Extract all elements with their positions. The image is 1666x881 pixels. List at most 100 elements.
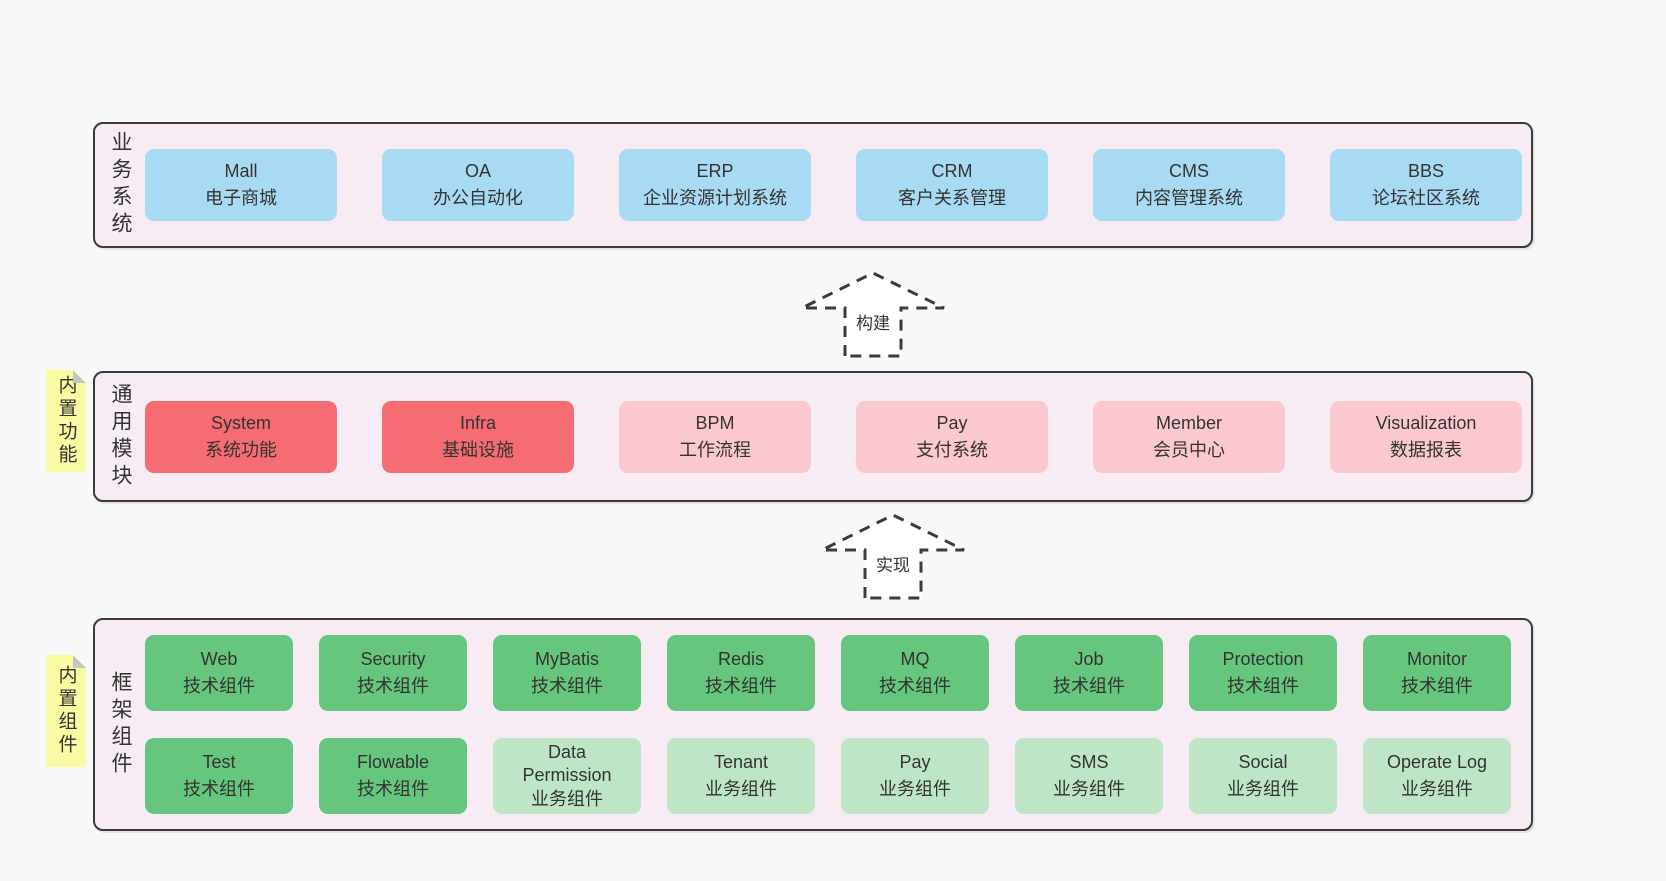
folded-corner-icon [73, 655, 86, 668]
box-flowable: Flowable 技术组件 [319, 738, 467, 814]
box-test: Test 技术组件 [145, 738, 293, 814]
box-title: Member [1155, 412, 1222, 433]
box-bpm: BPM 工作流程 [619, 400, 811, 473]
box-subtitle: 技术组件 [705, 676, 777, 696]
box-title: Social [1238, 752, 1288, 772]
framework-components-label: 框架组件 [109, 670, 132, 779]
implement-arrow-label: 实现 [873, 550, 913, 577]
box-subtitle: 电子商城 [205, 188, 277, 208]
box-title: Test [202, 752, 236, 772]
box-security: Security 技术组件 [319, 635, 467, 711]
box-title: Data Permission [522, 741, 612, 786]
box-subtitle: 技术组件 [1053, 676, 1125, 696]
box-title: Flowable [356, 752, 430, 772]
build-arrow: 构建 [798, 270, 948, 358]
box-operate-log: Operate Log 业务组件 [1363, 738, 1511, 814]
box-subtitle: 技术组件 [183, 676, 255, 696]
box-title: Security [360, 649, 426, 669]
box-subtitle: 业务组件 [1227, 779, 1299, 799]
common-modules-row: System 系统功能 Infra 基础设施 BPM 工作流程 Pay 支付系统… [145, 373, 1531, 500]
box-title: Redis [717, 649, 765, 669]
sticky-note-text: 内置组件 [55, 665, 77, 757]
box-subtitle: 业务组件 [531, 788, 603, 809]
box-title: System [210, 412, 271, 433]
box-crm: CRM 客户关系管理 [856, 149, 1048, 221]
box-title: Protection [1222, 649, 1304, 669]
box-title: CMS [1169, 161, 1209, 181]
box-subtitle: 企业资源计划系统 [643, 188, 787, 208]
common-modules-panel: 通用模块 System 系统功能 Infra 基础设施 BPM 工作流程 Pay… [93, 371, 1533, 502]
box-subtitle: 业务组件 [1401, 779, 1473, 799]
box-subtitle: 工作流程 [679, 439, 751, 460]
box-title: CRM [931, 161, 973, 181]
box-subtitle: 技术组件 [357, 676, 429, 696]
framework-components-grid: Web 技术组件 Security 技术组件 MyBatis 技术组件 Redi… [145, 620, 1531, 829]
box-subtitle: 基础设施 [442, 439, 514, 460]
box-mq: MQ 技术组件 [841, 635, 989, 711]
box-title: MQ [900, 649, 930, 669]
box-sms: SMS 业务组件 [1015, 738, 1163, 814]
box-subtitle: 系统功能 [205, 439, 277, 460]
box-title: SMS [1069, 752, 1109, 772]
box-oa: OA 办公自动化 [382, 149, 574, 221]
sticky-note-builtin-features: 内置功能 [46, 370, 86, 472]
box-title: Monitor [1406, 649, 1468, 669]
box-subtitle: 数据报表 [1390, 439, 1462, 460]
box-subtitle: 技术组件 [183, 779, 255, 799]
box-title: Mall [224, 161, 258, 181]
box-pay-component: Pay 业务组件 [841, 738, 989, 814]
box-social: Social 业务组件 [1189, 738, 1337, 814]
implement-arrow: 实现 [818, 512, 968, 600]
box-subtitle: 技术组件 [531, 676, 603, 696]
business-systems-label: 业务系统 [109, 131, 132, 239]
box-mybatis: MyBatis 技术组件 [493, 635, 641, 711]
business-systems-row: Mall 电子商城 OA 办公自动化 ERP 企业资源计划系统 CRM 客户关系… [145, 124, 1531, 246]
box-subtitle: 办公自动化 [433, 188, 523, 208]
framework-components-row-2: Test 技术组件 Flowable 技术组件 Data Permission … [145, 738, 1531, 814]
folded-corner-icon [73, 370, 86, 383]
box-title: Visualization [1375, 412, 1477, 433]
box-system: System 系统功能 [145, 400, 337, 473]
box-visualization: Visualization 数据报表 [1330, 400, 1522, 473]
box-subtitle: 内容管理系统 [1135, 188, 1243, 208]
framework-components-panel: 框架组件 Web 技术组件 Security 技术组件 MyBatis 技术组件… [93, 618, 1533, 831]
box-data-permission: Data Permission 业务组件 [493, 738, 641, 814]
box-mall: Mall 电子商城 [145, 149, 337, 221]
framework-components-row-1: Web 技术组件 Security 技术组件 MyBatis 技术组件 Redi… [145, 635, 1531, 711]
box-title: OA [464, 161, 491, 181]
box-subtitle: 技术组件 [1227, 676, 1299, 696]
box-title: Job [1074, 649, 1104, 669]
box-tenant: Tenant 业务组件 [667, 738, 815, 814]
box-title: BBS [1407, 161, 1445, 181]
common-modules-label: 通用模块 [109, 382, 132, 491]
box-subtitle: 业务组件 [705, 779, 777, 799]
sticky-note-builtin-components: 内置组件 [46, 655, 86, 767]
box-title: BPM [695, 412, 735, 433]
box-subtitle: 业务组件 [879, 779, 951, 799]
box-subtitle: 技术组件 [357, 779, 429, 799]
box-protection: Protection 技术组件 [1189, 635, 1337, 711]
box-title: Web [200, 649, 238, 669]
build-arrow-label: 构建 [853, 308, 893, 335]
sticky-note-text: 内置功能 [55, 375, 77, 467]
box-title: Pay [936, 412, 968, 433]
box-subtitle: 客户关系管理 [898, 188, 1006, 208]
box-title: ERP [696, 161, 734, 181]
box-title: Tenant [713, 752, 769, 772]
box-member: Member 会员中心 [1093, 400, 1285, 473]
box-bbs: BBS 论坛社区系统 [1330, 149, 1522, 221]
business-systems-panel: 业务系统 Mall 电子商城 OA 办公自动化 ERP 企业资源计划系统 CRM… [93, 122, 1533, 248]
box-infra: Infra 基础设施 [382, 400, 574, 473]
box-cms: CMS 内容管理系统 [1093, 149, 1285, 221]
box-subtitle: 支付系统 [916, 439, 988, 460]
box-subtitle: 技术组件 [1401, 676, 1473, 696]
box-title: Operate Log [1386, 752, 1488, 772]
box-erp: ERP 企业资源计划系统 [619, 149, 811, 221]
box-monitor: Monitor 技术组件 [1363, 635, 1511, 711]
box-job: Job 技术组件 [1015, 635, 1163, 711]
box-title: Infra [459, 412, 497, 433]
box-pay: Pay 支付系统 [856, 400, 1048, 473]
box-subtitle: 业务组件 [1053, 779, 1125, 799]
box-web: Web 技术组件 [145, 635, 293, 711]
